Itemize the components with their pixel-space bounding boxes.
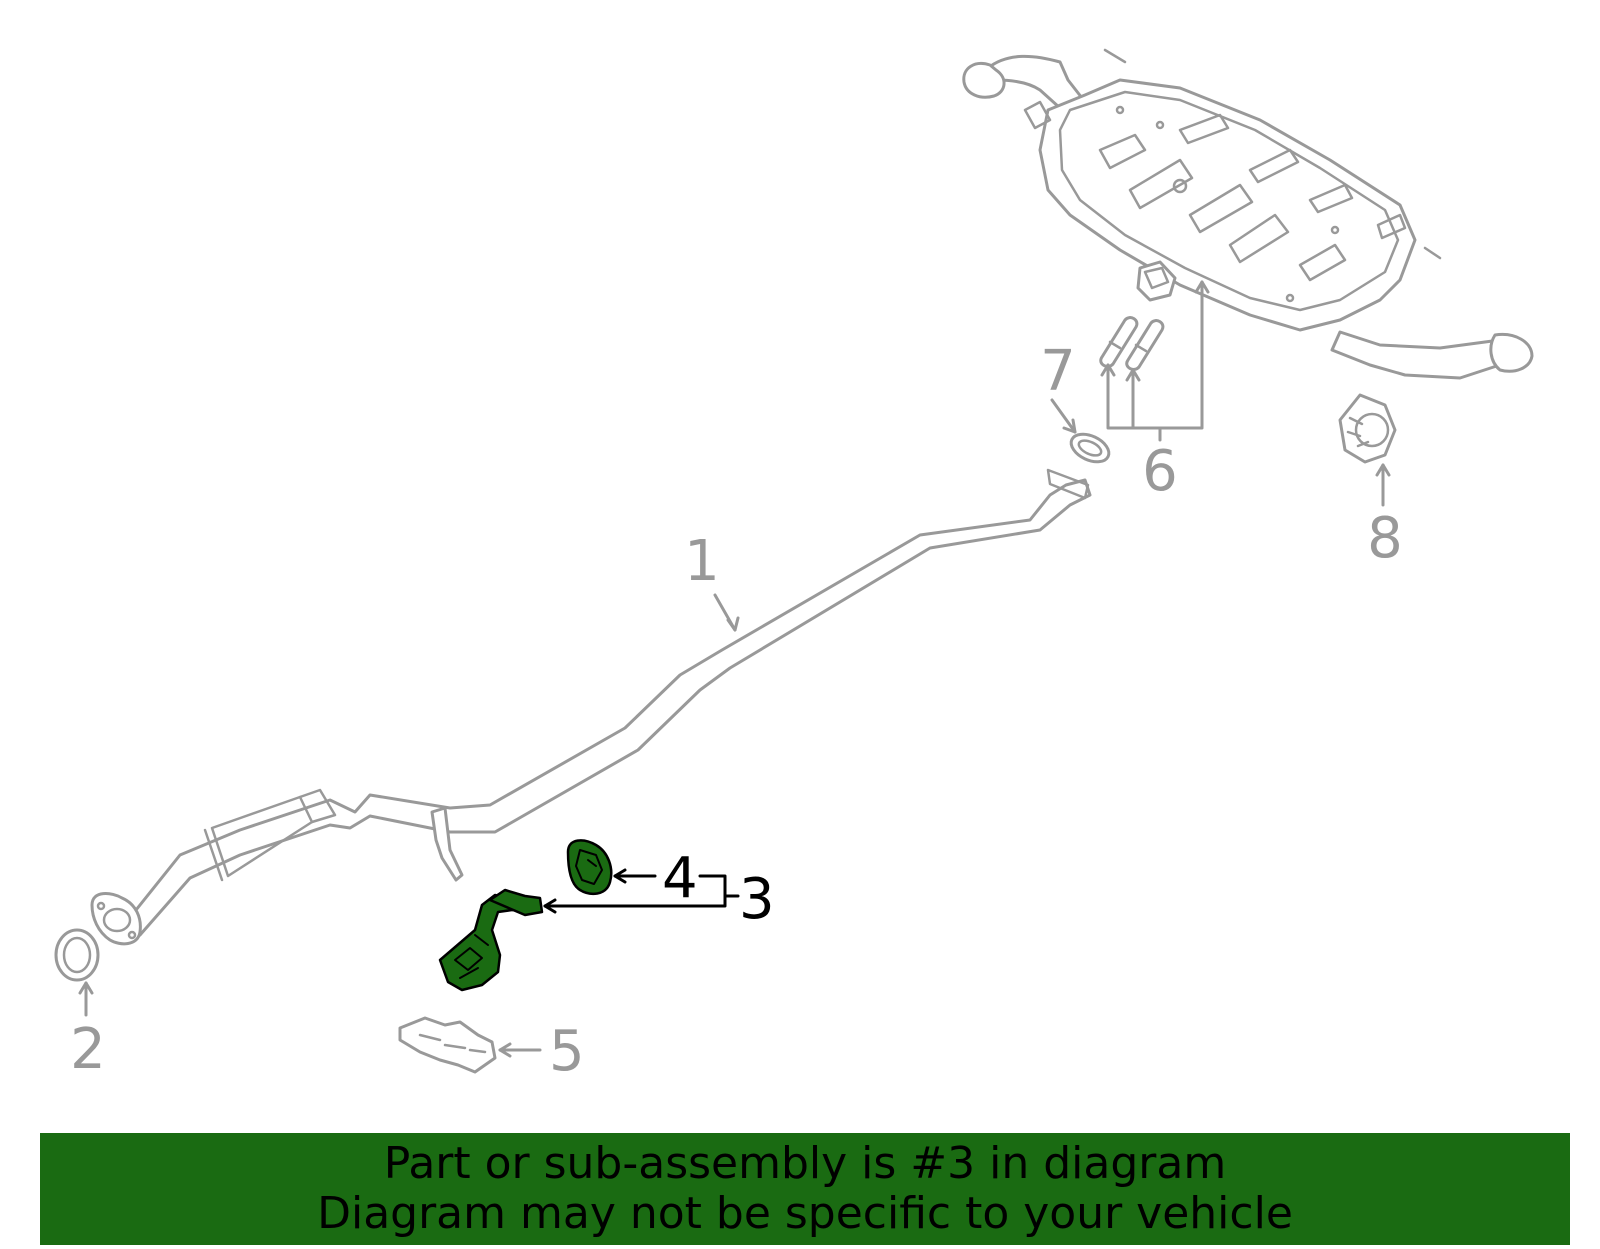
- arrowhead-7: [1062, 418, 1077, 434]
- highlighted-hanger-insulator: [566, 839, 613, 896]
- front-flange: [90, 892, 142, 946]
- callout-3: 3: [739, 867, 775, 932]
- muffler-studs: [1099, 316, 1165, 371]
- arrowhead-1: [726, 616, 740, 632]
- bracket-3: [543, 874, 727, 908]
- rear-hanger-insulator: [1338, 393, 1397, 464]
- callout-labels: 1 2 3 4 5 6 7 8: [70, 339, 1403, 1084]
- banner-line-1: Part or sub-assembly is #3 in diagram: [383, 1138, 1227, 1189]
- intermediate-gasket: [1069, 432, 1111, 464]
- arrowhead-6c: [1194, 280, 1210, 294]
- info-banner: Part or sub-assembly is #3 in diagram Di…: [40, 1133, 1570, 1245]
- arrowhead-3: [543, 898, 557, 914]
- callout-4: 4: [662, 846, 698, 911]
- callout-6: 6: [1142, 439, 1178, 504]
- leader-lines: [78, 280, 1391, 1058]
- arrowhead-8: [1375, 463, 1391, 477]
- leader-6: [1106, 280, 1204, 430]
- callout-5: 5: [549, 1019, 585, 1084]
- arrowhead-6b: [1125, 368, 1141, 382]
- arrowhead-2: [78, 981, 94, 995]
- heat-shield: [398, 1016, 497, 1074]
- front-gasket: [54, 928, 100, 982]
- highlighted-hanger-bracket-assembly: [438, 888, 544, 992]
- banner-line-2: Diagram may not be specific to your vehi…: [317, 1188, 1293, 1239]
- callout-1: 1: [684, 529, 720, 594]
- callout-2: 2: [70, 1017, 106, 1082]
- arrowhead-4: [613, 868, 627, 884]
- rear-muffler-assembly: [962, 48, 1534, 380]
- front-exhaust-pipe: [130, 468, 1092, 937]
- arrowhead-5: [498, 1042, 512, 1058]
- highlight-leader-lines: [543, 868, 740, 914]
- callout-7: 7: [1040, 339, 1076, 404]
- leader-7: [1050, 398, 1077, 434]
- callout-8: 8: [1367, 506, 1403, 571]
- pipe-hanger-bracket: [430, 806, 464, 882]
- arrowhead-6a: [1100, 363, 1116, 377]
